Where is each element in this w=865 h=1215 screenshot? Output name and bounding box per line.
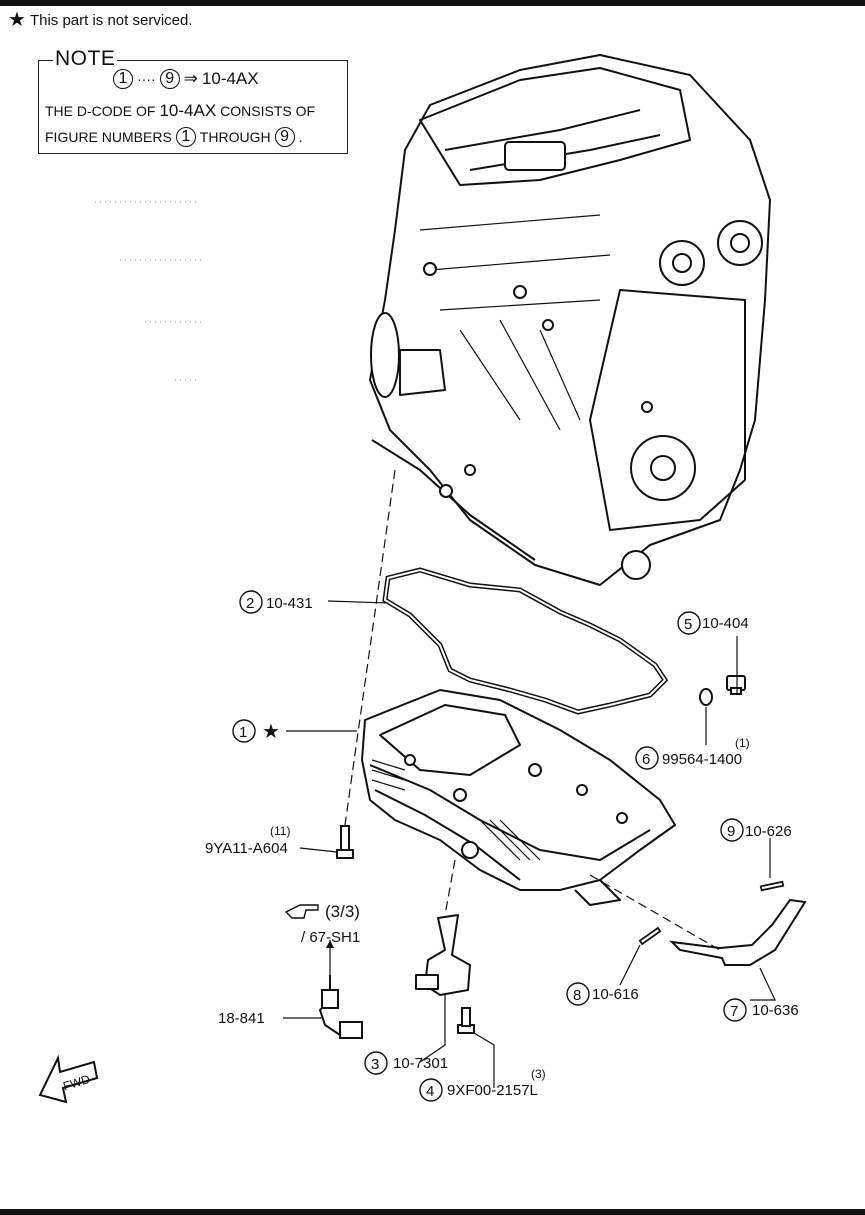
note-range-start: 1 — [113, 69, 133, 89]
drain-plug — [726, 675, 746, 695]
note-line-2: THE D-CODE OF 10-4AX CONSISTS OF — [45, 101, 315, 121]
oil-pan — [361, 689, 676, 906]
svg-text:10-431: 10-431 — [266, 595, 313, 612]
note-line3-end: 9 — [274, 127, 295, 147]
svg-text:3: 3 — [371, 1056, 379, 1073]
note-box: NOTE 1 ···· 9 ⇒ 10-4AX THE D-CODE OF 10-… — [38, 47, 348, 154]
svg-text:(1): (1) — [735, 736, 750, 750]
callout-5: 5 10-404 — [677, 611, 749, 635]
svg-text:7: 7 — [730, 1003, 738, 1020]
assembly-lines — [344, 469, 721, 951]
fwd-arrow-icon — [38, 1054, 99, 1104]
guide-dots — [95, 201, 205, 381]
svg-text:10-636: 10-636 — [752, 1002, 799, 1019]
svg-text:4: 4 — [426, 1083, 434, 1100]
note-line3-mid: THROUGH — [199, 129, 271, 145]
top-rule — [0, 0, 865, 6]
callout-8: 8 10-616 — [566, 982, 639, 1006]
baffle-plate — [669, 898, 807, 966]
svg-text:18-841: 18-841 — [218, 1010, 265, 1027]
legend-text: This part is not serviced. — [29, 11, 193, 29]
callout-3: 3 10-7301 — [364, 1051, 448, 1075]
bottom-rule — [0, 1209, 865, 1215]
callout-2: 2 10-431 — [239, 590, 313, 614]
pin-616 — [638, 926, 662, 946]
svg-text:(11): (11) — [270, 824, 290, 838]
callout-1: 1 ★ — [232, 719, 280, 743]
svg-text:/ 67-SH1: / 67-SH1 — [301, 929, 360, 946]
svg-text:6: 6 — [642, 751, 650, 768]
note-title: NOTE — [53, 47, 118, 71]
note-line3-prefix: FIGURE NUMBERS — [45, 129, 172, 145]
pan-bolt — [336, 825, 354, 859]
reference-callout: (3/3) / 67-SH1 — [284, 902, 360, 946]
note-line2-prefix: THE D-CODE OF — [45, 103, 156, 119]
wiring-connector — [318, 975, 363, 1039]
svg-text:★: ★ — [262, 721, 280, 743]
svg-text:9XF00-2157L: 9XF00-2157L — [447, 1082, 538, 1099]
legend: ★ This part is not serviced. — [8, 10, 193, 30]
svg-text:(3): (3) — [531, 1067, 546, 1081]
engine-block — [369, 54, 771, 586]
callout-bolt: (11) 9YA11-A604 — [205, 824, 290, 857]
callout-7: 7 10-636 — [723, 998, 799, 1022]
callout-9: 9 10-626 — [720, 818, 792, 842]
star-icon: ★ — [8, 9, 26, 31]
svg-text:8: 8 — [573, 987, 581, 1004]
note-line-3: FIGURE NUMBERS 1 THROUGH 9 . — [45, 127, 302, 147]
svg-text:99564-1400: 99564-1400 — [662, 751, 742, 768]
svg-text:10-616: 10-616 — [592, 986, 639, 1003]
reference-arrow — [326, 940, 334, 948]
svg-text:9YA11-A604: 9YA11-A604 — [205, 840, 288, 857]
svg-text:5: 5 — [684, 616, 692, 633]
svg-text:2: 2 — [246, 595, 254, 612]
note-arrow: ⇒ — [183, 69, 198, 88]
svg-text:(3/3): (3/3) — [325, 902, 360, 921]
svg-text:9: 9 — [727, 823, 735, 840]
leader-lines — [283, 600, 776, 1088]
oil-level-sensor — [415, 914, 471, 996]
callout-4: 4 (3) 9XF00-2157L — [419, 1067, 546, 1102]
svg-text:10-7301: 10-7301 — [393, 1055, 448, 1072]
svg-text:1: 1 — [239, 724, 247, 741]
svg-text:10-404: 10-404 — [702, 615, 749, 632]
hand-pointer-icon — [284, 904, 319, 919]
pin-626 — [759, 880, 785, 892]
note-line2-code: 10-4AX — [159, 101, 217, 120]
note-range-code: 10-4AX — [201, 69, 259, 88]
note-range-end: 9 — [159, 69, 180, 89]
note-line3-start: 1 — [175, 127, 196, 147]
callout-connector: 18-841 — [218, 1010, 265, 1027]
note-range-dots: ···· — [137, 71, 156, 87]
sensor-bolt — [457, 1007, 475, 1034]
note-line3-period: . — [298, 129, 303, 145]
callout-6: 6 (1) 99564-1400 — [635, 736, 750, 770]
note-line2-suffix: CONSISTS OF — [220, 103, 316, 119]
drain-washer — [699, 688, 713, 706]
note-range-line: 1 ···· 9 ⇒ 10-4AX — [113, 69, 259, 89]
svg-text:10-626: 10-626 — [745, 823, 792, 840]
